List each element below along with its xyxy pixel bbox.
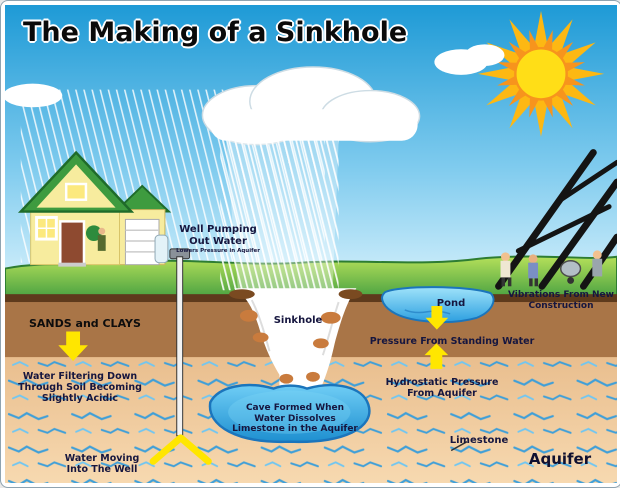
small-cloud [5,44,505,108]
limestone-pointer [450,441,468,452]
water-into-well-arrows [149,434,212,465]
construction-site [495,149,617,290]
sinkhole-funnel [229,288,363,393]
cloud [201,66,421,146]
house [17,150,172,267]
pond-pressure-down-arrow-icon [425,305,449,330]
pond [381,286,495,324]
rain-column [220,134,339,291]
sinkhole-diagram-scene: The Making of a Sinkhole Well Pumping Ou… [5,5,617,483]
water-filtering-down-arrow-icon [58,331,88,362]
scene-art [5,5,617,483]
sun-icon [477,10,605,137]
hydrostatic-up-arrow-icon [424,343,449,369]
cave [208,383,371,444]
